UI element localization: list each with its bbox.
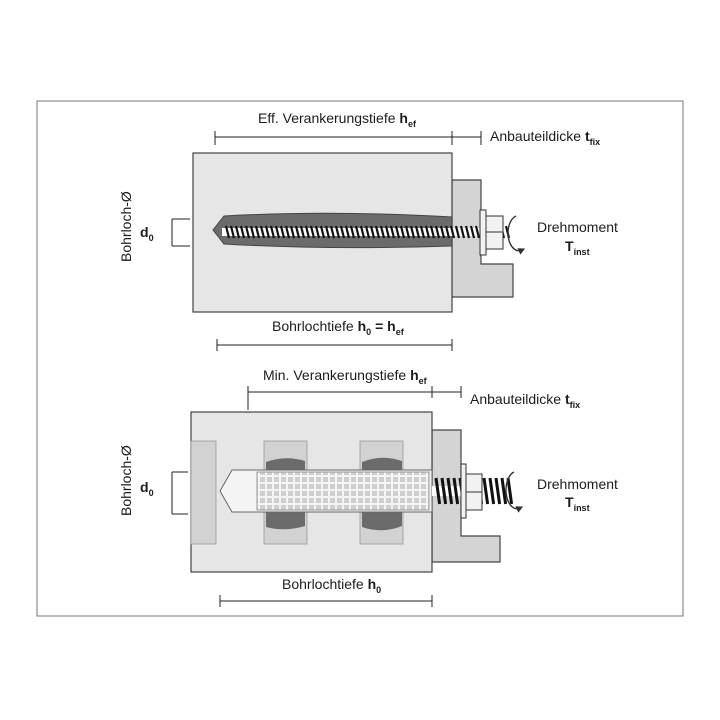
thread-coil bbox=[274, 225, 281, 239]
thread-coil bbox=[424, 225, 431, 239]
thread-coil bbox=[464, 225, 471, 239]
thread-coil bbox=[449, 225, 456, 239]
bottom-depth-label: Bohrlochtiefe h0 bbox=[282, 576, 381, 595]
thread-coil bbox=[488, 477, 496, 505]
thread-coil bbox=[429, 225, 436, 239]
top-fix-label: Anbauteildicke tfix bbox=[490, 128, 600, 147]
thread-coil bbox=[440, 477, 448, 505]
thread-coil bbox=[414, 225, 421, 239]
thread-coil bbox=[384, 225, 391, 239]
thread-coil bbox=[459, 225, 466, 239]
bottom-mortar bbox=[266, 458, 305, 470]
bottom-embed-label: Min. Verankerungstiefe hef bbox=[263, 367, 428, 386]
thread-coil bbox=[452, 477, 460, 505]
thread-coil bbox=[394, 225, 401, 239]
thread-coil bbox=[399, 225, 406, 239]
thread-coil bbox=[329, 225, 336, 239]
thread-coil bbox=[374, 225, 381, 239]
thread-coil bbox=[339, 225, 346, 239]
thread-coil bbox=[299, 225, 306, 239]
thread-coil bbox=[419, 225, 426, 239]
thread-coil bbox=[434, 477, 442, 505]
thread-coil bbox=[500, 477, 508, 505]
thread-coil bbox=[369, 225, 376, 239]
bottom-torque-label: Drehmoment bbox=[537, 476, 618, 492]
thread-coil bbox=[279, 225, 286, 239]
thread-coil bbox=[259, 225, 266, 239]
thread-coil bbox=[289, 225, 296, 239]
thread-coil bbox=[349, 225, 356, 239]
thread-coil bbox=[404, 225, 411, 239]
thread-coil bbox=[284, 225, 291, 239]
thread-coil bbox=[264, 225, 271, 239]
thread-coil bbox=[239, 225, 246, 239]
bottom-torque-symbol: Tinst bbox=[565, 494, 590, 513]
thread-coil bbox=[506, 477, 514, 505]
top-torque-arrow-icon bbox=[507, 215, 526, 255]
thread-coil bbox=[444, 225, 451, 239]
top-washer bbox=[479, 209, 487, 256]
thread-coil bbox=[309, 225, 316, 239]
thread-coil bbox=[319, 225, 326, 239]
thread-coil bbox=[354, 225, 361, 239]
thread-coil bbox=[389, 225, 396, 239]
thread-coil bbox=[324, 225, 331, 239]
thread-coil bbox=[269, 225, 276, 239]
thread-coil bbox=[314, 225, 321, 239]
thread-coil bbox=[474, 225, 481, 239]
thread-coil bbox=[446, 477, 454, 505]
thread-coil bbox=[254, 225, 261, 239]
thread-coil bbox=[364, 225, 371, 239]
bottom-mesh-sleeve bbox=[256, 471, 430, 511]
frame-border bbox=[36, 100, 684, 617]
bottom-washer bbox=[460, 463, 467, 519]
top-embed-label: Eff. Verankerungstiefe hef bbox=[258, 110, 417, 129]
top-depth-label: Bohrlochtiefe h0 = hef bbox=[272, 318, 405, 337]
thread-coil bbox=[229, 225, 236, 239]
thread-coil bbox=[379, 225, 386, 239]
thread-coil bbox=[469, 225, 476, 239]
top-d-label: d0 bbox=[140, 224, 154, 243]
thread-coil bbox=[304, 225, 311, 239]
thread-coil bbox=[494, 477, 502, 505]
top-torque-label: Drehmoment bbox=[537, 219, 618, 235]
thread-coil bbox=[454, 225, 461, 239]
top-threaded-rod bbox=[222, 225, 512, 239]
thread-coil bbox=[249, 225, 256, 239]
thread-coil bbox=[334, 225, 341, 239]
thread-coil bbox=[294, 225, 301, 239]
bottom-diagram: Min. Verankerungstiefe hef Anbauteildick… bbox=[118, 367, 618, 607]
thread-coil bbox=[234, 225, 241, 239]
thread-coil bbox=[244, 225, 251, 239]
bottom-torque-arrow-icon bbox=[505, 471, 524, 513]
top-diagram: Eff. Verankerungstiefe hef Anbauteildick… bbox=[118, 110, 618, 351]
thread-coil bbox=[224, 225, 231, 239]
bottom-fix-label: Anbauteildicke tfix bbox=[470, 391, 580, 410]
thread-coil bbox=[344, 225, 351, 239]
thread-coil bbox=[409, 225, 416, 239]
top-torque-symbol: Tinst bbox=[565, 238, 590, 257]
top-hole-label: Bohrloch-Ø bbox=[118, 191, 134, 262]
bottom-d-label: d0 bbox=[140, 479, 154, 498]
thread-coil bbox=[434, 225, 441, 239]
thread-coil bbox=[439, 225, 446, 239]
bottom-hole-label: Bohrloch-Ø bbox=[118, 445, 134, 516]
thread-coil bbox=[482, 477, 490, 505]
thread-coil bbox=[359, 225, 366, 239]
